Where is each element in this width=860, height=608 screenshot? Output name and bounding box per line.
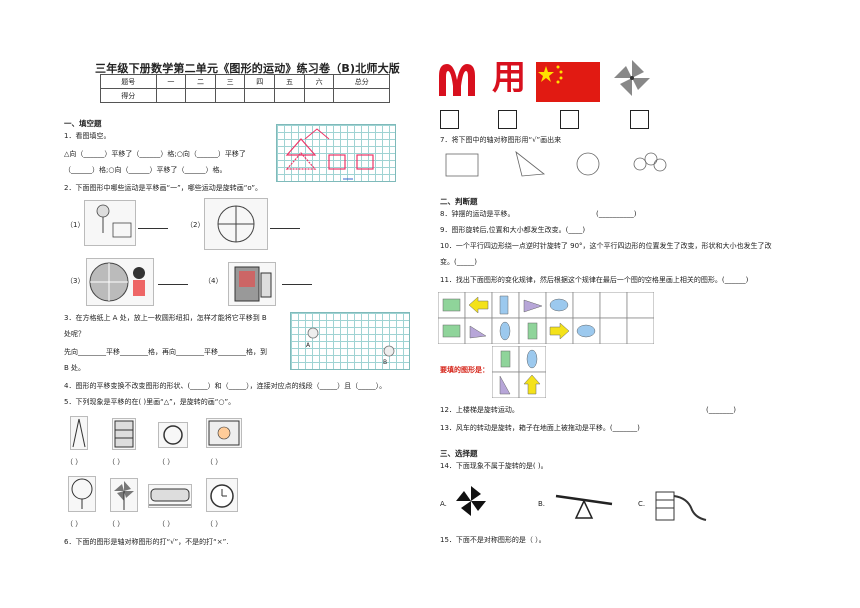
q11-answer-options[interactable]	[491, 345, 547, 399]
q2-pic-1-slide	[84, 200, 136, 246]
score-header: 六	[303, 74, 335, 89]
q11-fill-label: 要填的图形是：	[440, 366, 489, 374]
q5-pic-compass	[70, 416, 88, 450]
q1-text: 1．看图填空。	[64, 132, 111, 140]
section-fill-blank: 一、填空题	[64, 119, 102, 128]
q5-pic-clock	[206, 478, 238, 512]
score-header: 三	[214, 74, 246, 89]
slide-playground-icon	[655, 491, 707, 521]
pinwheel-icon	[614, 60, 650, 96]
q5-answer-3[interactable]: （ ）	[158, 458, 175, 466]
q2-label-3: （3）	[66, 277, 85, 285]
q1-shapes	[285, 128, 374, 180]
q3-line2: 处呢？	[64, 330, 85, 338]
q11-text: 11．找出下面图形的变化规律，然后根据这个规律在最后一个图的空格里画上相关的图形…	[440, 276, 749, 284]
q14-option-b[interactable]: B.	[538, 500, 546, 508]
q2-pic-4-door	[228, 262, 276, 306]
score-table: 题号 一 二 三 四 五 六 总分 得分	[100, 74, 390, 103]
q3-point-b: B	[383, 359, 388, 366]
windmill-black-icon	[456, 486, 486, 516]
q3-line3: 先向________平移________格，再向________平移______…	[64, 348, 267, 356]
q2-label-1: （1）	[66, 221, 85, 229]
q5-pic-drawers	[112, 418, 136, 450]
q5-answer-7[interactable]: （ ）	[158, 520, 175, 528]
score-header: 四	[244, 74, 276, 89]
q5-pic-steering	[158, 422, 188, 448]
q6-checkbox-3[interactable]	[560, 110, 579, 129]
q1-grid-figure	[276, 124, 396, 182]
q12-answer[interactable]: (_______)	[706, 406, 736, 414]
q6-checkbox-2[interactable]	[498, 110, 517, 129]
q2-answer-2[interactable]	[270, 228, 300, 229]
q5-pic-pinwheel	[110, 478, 138, 512]
score-cell[interactable]	[185, 88, 216, 103]
q2-label-4: （4）	[204, 277, 223, 285]
score-header: 五	[274, 74, 305, 89]
q8-text: 8．钟摆的运动是平移。	[440, 210, 515, 218]
score-cell[interactable]	[214, 88, 246, 103]
q11-pattern-grid	[437, 291, 655, 345]
q5-answer-4[interactable]: （ ）	[206, 458, 223, 466]
score-cell[interactable]	[303, 88, 335, 103]
score-header: 总分	[333, 74, 390, 89]
q4-text: 4．图形的平移变换不改变图形的形状、(_____）和（_____），连接对应点的…	[64, 382, 387, 390]
q5-answer-1[interactable]: （ ）	[66, 458, 83, 466]
q6-checkbox-1[interactable]	[440, 110, 459, 129]
q7-shapes	[445, 150, 667, 177]
q3-line4: B 处。	[64, 364, 86, 372]
score-cell[interactable]	[333, 88, 390, 103]
q3-grid-figure: A B	[290, 312, 410, 370]
score-cell[interactable]	[155, 88, 187, 103]
q2-label-2: （2）	[186, 221, 205, 229]
q3-point-a: A	[306, 342, 311, 349]
q2-answer-1[interactable]	[138, 228, 168, 229]
q2-text: 2．下面图形中哪些运动是平移画“一”，哪些运动是旋转画“o”。	[64, 184, 262, 192]
score-header: 一	[155, 74, 187, 89]
q14-option-c[interactable]: C.	[638, 500, 646, 508]
q9-text: 9．图形旋转后,位置和大小都发生改变。(____)	[440, 226, 586, 234]
score-row-label: 得分	[100, 88, 157, 103]
mcdonalds-logo-icon	[439, 64, 475, 96]
q7-text: 7．将下图中的轴对称图形用“√”画出来	[440, 136, 562, 144]
section-choice: 三、选择题	[440, 449, 478, 458]
score-header: 二	[185, 74, 216, 89]
page-title: 三年级下册数学第二单元《图形的运动》练习卷（B)北师大版	[95, 62, 401, 75]
section-true-false: 二、判断题	[440, 197, 478, 206]
q11-shapes	[437, 291, 655, 345]
q5-answer-2[interactable]: （ ）	[108, 458, 125, 466]
q14-option-a[interactable]: A.	[440, 500, 447, 508]
q15-text: 15．下面不是对称图形的是（ ）。	[440, 536, 546, 544]
q6-text: 6．下面的图形是轴对称图形的打“√”，不是的打“×”.	[64, 538, 229, 546]
q5-pic-fan	[68, 476, 96, 512]
q12-text: 12．上楼梯是旋转运动。	[440, 406, 519, 414]
score-cell[interactable]	[244, 88, 276, 103]
q5-answer-6[interactable]: （ ）	[108, 520, 125, 528]
q5-answer-8[interactable]: （ ）	[206, 520, 223, 528]
score-cell[interactable]	[274, 88, 305, 103]
q2-answer-4[interactable]	[282, 284, 312, 285]
character-yong: 用	[492, 58, 526, 98]
q1-line2: （______）格;○向（______）平移了（______）格。	[64, 166, 227, 174]
q5-pic-train	[148, 484, 192, 508]
seesaw-icon	[555, 494, 613, 519]
q13-text: 13．风车的转动是旋转，箱子在地面上被拖动是平移。(_______)	[440, 424, 640, 432]
q5-text: 5．下列现象是平移的在( )里画“△”，是旋转的画“○”。	[64, 398, 236, 406]
q3-line1: 3．在方格纸上 A 处，放上一枚圆形纽扣，怎样才能将它平移到 B	[64, 314, 267, 322]
q2-pic-3-fan	[86, 258, 154, 306]
q10-line2: 变。(_____)	[440, 258, 477, 266]
q6-checkbox-4[interactable]	[630, 110, 649, 129]
q5-pic-window	[206, 418, 242, 448]
q2-answer-3[interactable]	[158, 284, 188, 285]
china-flag-icon	[536, 62, 600, 102]
score-header: 题号	[100, 74, 157, 89]
q1-line1: △向（______）平移了（______）格;○向（______）平移了	[64, 150, 246, 158]
q2-pic-2-wheel	[204, 198, 268, 250]
q10-line1: 10．一个平行四边形绕一点逆时针旋转了 90°，这个平行四边形的位置发生了改变，…	[440, 242, 772, 250]
q14-text: 14．下面现象不属于旋转的是( )。	[440, 462, 548, 470]
q5-answer-5[interactable]: （ ）	[66, 520, 83, 528]
q8-answer[interactable]: (__________)	[596, 210, 637, 218]
